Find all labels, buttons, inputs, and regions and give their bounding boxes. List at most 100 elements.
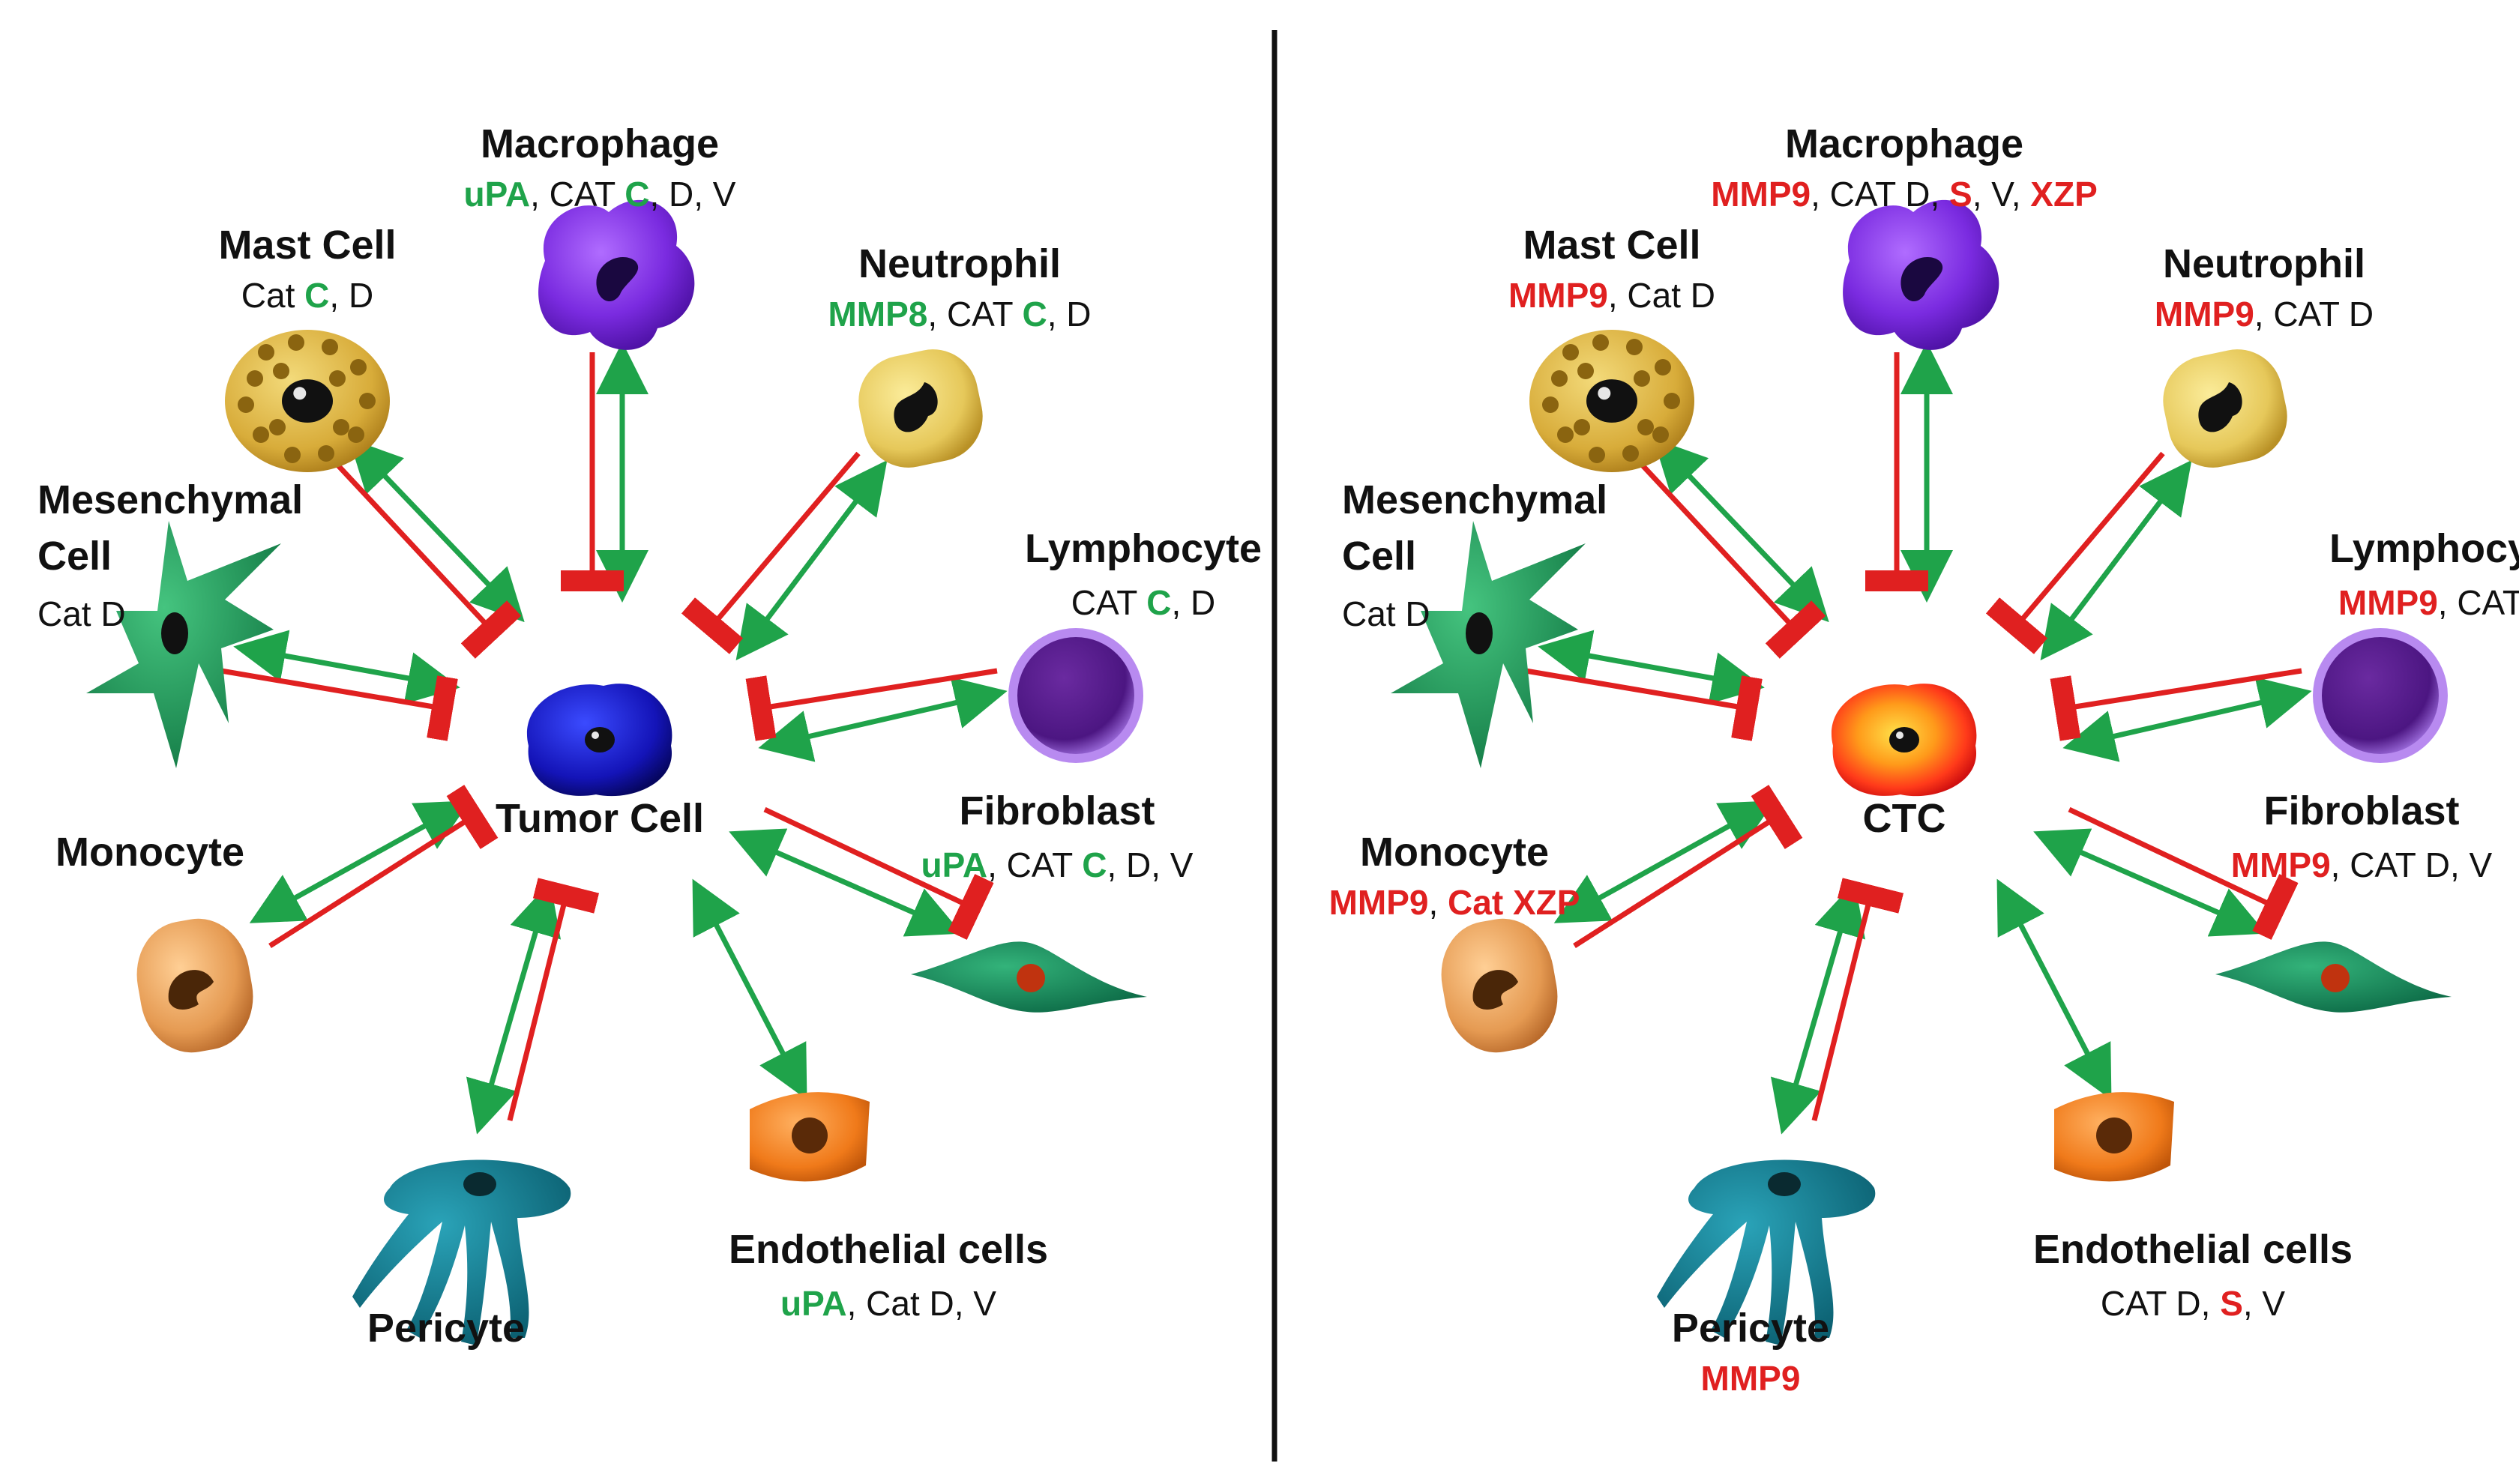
macrophage-name: Macrophage	[481, 121, 719, 166]
monocyte-inhibit-bar	[268, 785, 499, 948]
fibroblast-name: Fibroblast	[959, 788, 1155, 833]
neutrophil-name: Neutrophil	[858, 241, 1061, 286]
endothelial-promote-arrow	[692, 878, 807, 1100]
mast-cell-icon	[1529, 330, 1694, 472]
monocyte-icon	[1441, 918, 1558, 1053]
endothelial-cell-icon	[750, 1092, 870, 1182]
fibroblast-promote-arrow	[729, 828, 962, 937]
monocyte-enzymes: MMP9, Cat XZP	[1329, 883, 1580, 922]
monocyte-inhibit-bar	[1573, 785, 1803, 948]
mast-inhibit-bar	[335, 462, 522, 659]
mesenchymal-inhibit-bar	[220, 668, 458, 741]
fibroblast-label-group: Fibroblast uPA, CAT C, D, V	[921, 788, 1194, 884]
fibroblast-inhibit-bar	[763, 806, 994, 940]
fibroblast-enzymes: uPA, CAT C, D, V	[921, 845, 1194, 884]
mast-enzymes: Cat C, D	[241, 276, 373, 315]
left-panel: Tumor Cell Macrophage uPA, CAT C, D, V Mast…	[37, 121, 1262, 1351]
pericyte-label-group: Pericyte	[367, 1306, 525, 1351]
fibroblast-icon	[2215, 941, 2452, 1013]
monocyte-name: Monocyte	[1360, 830, 1549, 875]
neutrophil-inhibit-bar	[681, 451, 861, 654]
fibroblast-icon	[911, 941, 1147, 1013]
pericyte-icon	[352, 1159, 571, 1345]
lymphocyte-label-group: LymphocyteMMP9, CAT D	[2329, 526, 2519, 622]
mesenchymal-name: Cell	[37, 534, 112, 579]
macrophage-enzymes: uPA, CAT C, D, V	[464, 175, 736, 214]
lymphocyte-promote-arrow	[2062, 677, 2312, 762]
pericyte-name: Pericyte	[1672, 1306, 1829, 1351]
mesenchymal-cell-icon	[1391, 521, 1586, 768]
ctc-icon	[1831, 684, 1977, 797]
mast-promote-arrow	[349, 438, 525, 623]
neutrophil-inhibit-bar	[1985, 451, 2165, 654]
lymphocyte-name: Lymphocyte	[1025, 526, 1262, 571]
monocyte-promote-arrow	[249, 800, 471, 923]
neutrophil-promote-arrow	[735, 459, 888, 661]
macrophage-enzymes: MMP9, CAT D, S, V, XZP	[1711, 175, 2098, 214]
neutrophil-enzymes: MMP8, CAT C, D	[828, 295, 1091, 334]
macrophage-icon	[538, 199, 695, 350]
macrophage-icon	[1843, 199, 1999, 350]
endothelial-cell-icon	[2054, 1092, 2174, 1182]
mesenchymal-promote-arrow	[1538, 630, 1765, 705]
mesenchymal-name: Mesenchymal	[1342, 477, 1607, 522]
endothelial-enzymes: uPA, Cat D, V	[780, 1284, 996, 1323]
monocyte-label-group: Monocyte	[55, 830, 244, 875]
mesenchymal-cell-icon	[86, 521, 281, 768]
mesenchymal-inhibit-bar	[1525, 668, 1763, 741]
endothelial-promote-arrow	[1996, 878, 2112, 1100]
neutrophil-name: Neutrophil	[2163, 241, 2365, 286]
monocyte-name: Monocyte	[55, 830, 244, 875]
lymphocyte-icon	[1008, 628, 1143, 763]
pericyte-promote-arrow	[1771, 881, 1865, 1135]
pericyte-promote-arrow	[466, 881, 561, 1135]
tumor-cell-icon	[526, 684, 672, 797]
lymphocyte-icon	[2313, 628, 2448, 763]
fibroblast-name: Fibroblast	[2263, 788, 2459, 833]
mast-inhibit-bar	[1640, 462, 1826, 659]
monocyte-icon	[136, 918, 253, 1053]
center-cell-label: CTC	[1863, 796, 1946, 841]
pericyte-inhibit-bar	[1811, 878, 1904, 1121]
fibroblast-inhibit-bar	[2068, 806, 2299, 940]
lymphocyte-name: Lymphocyte	[2329, 526, 2519, 571]
lymphocyte-inhibit-bar	[2050, 668, 2302, 741]
monocyte-promote-arrow	[1553, 800, 1775, 923]
neutrophil-icon	[2163, 349, 2287, 468]
pericyte-name: Pericyte	[367, 1306, 525, 1351]
lymphocyte-enzymes: MMP9, CAT D	[2338, 583, 2519, 622]
neutrophil-enzymes: MMP9, CAT D	[2155, 295, 2374, 334]
mast-name: Mast Cell	[218, 223, 396, 268]
macrophage-name: Macrophage	[1785, 121, 2023, 166]
mast-enzymes: MMP9, Cat D	[1508, 276, 1715, 315]
neutrophil-promote-arrow	[2040, 459, 2192, 661]
macrophage-label-group: Macrophage uPA, CAT C, D, V	[464, 121, 736, 214]
endothelial-enzymes: CAT D, S, V	[2101, 1284, 2286, 1323]
lymphocyte-enzymes: CAT C, D	[1071, 583, 1216, 622]
fibroblast-promote-arrow	[2033, 828, 2266, 937]
lymphocyte-promote-arrow	[758, 677, 1008, 762]
center-cell-label: Tumor Cell	[496, 796, 704, 841]
mesenchymal-name: Cell	[1342, 534, 1416, 579]
mast-promote-arrow	[1653, 438, 1829, 623]
pericyte-icon	[1657, 1159, 1876, 1345]
mesenchymal-enzymes: Cat D	[1342, 594, 1430, 633]
pericyte-inhibit-bar	[507, 878, 600, 1121]
mast-cell-icon	[225, 330, 390, 472]
